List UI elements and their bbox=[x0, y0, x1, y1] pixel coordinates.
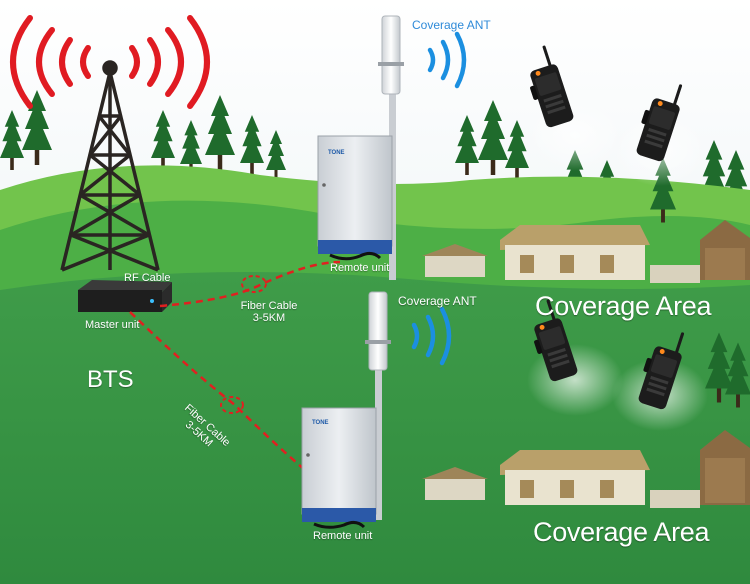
cabinet-brand-logo: TONE bbox=[312, 420, 329, 426]
fiber-cable-label-1: Fiber Cable 3-5KM bbox=[240, 300, 298, 324]
coverage-ant-label-2: Coverage ANT bbox=[398, 294, 477, 308]
bts-label: BTS bbox=[87, 366, 134, 393]
walkie-talkie-icon bbox=[522, 297, 623, 416]
fiber-cable-lines bbox=[129, 260, 341, 471]
fiber-cable-text: Fiber Cable bbox=[240, 300, 298, 312]
fiber-distance-text: 3-5KM bbox=[252, 312, 286, 324]
farm-building-icon bbox=[422, 430, 750, 508]
fiber-cable-loops bbox=[220, 275, 267, 414]
remote-unit-cabinet-icon bbox=[301, 407, 377, 529]
walkie-talkie-icon bbox=[518, 43, 623, 171]
coverage-area-label-2: Coverage Area bbox=[533, 517, 710, 547]
coverage-ant-label-1: Coverage ANT bbox=[412, 18, 491, 32]
rf-cable-label: RF Cable bbox=[124, 272, 171, 284]
cell-tower-icon bbox=[60, 60, 160, 272]
master-unit-label: Master unit bbox=[85, 319, 140, 331]
master-unit-icon bbox=[78, 280, 172, 312]
remote-unit-label-2: Remote unit bbox=[313, 530, 373, 542]
panel-antenna-icon bbox=[365, 291, 391, 520]
antenna-wave-icon bbox=[411, 306, 452, 366]
remote-unit-label-1: Remote unit bbox=[330, 262, 390, 274]
antenna-wave-icon bbox=[427, 31, 467, 89]
farm-building-icon bbox=[422, 220, 750, 283]
walkie-talkie-icon bbox=[612, 324, 708, 431]
coverage-area-label-1: Coverage Area bbox=[535, 291, 712, 321]
walkie-talkie-icon bbox=[612, 76, 708, 186]
bts-signal-waves-icon bbox=[10, 15, 210, 109]
remote-unit-cabinet-icon bbox=[317, 135, 393, 261]
cabinet-brand-logo: TONE bbox=[328, 150, 345, 156]
